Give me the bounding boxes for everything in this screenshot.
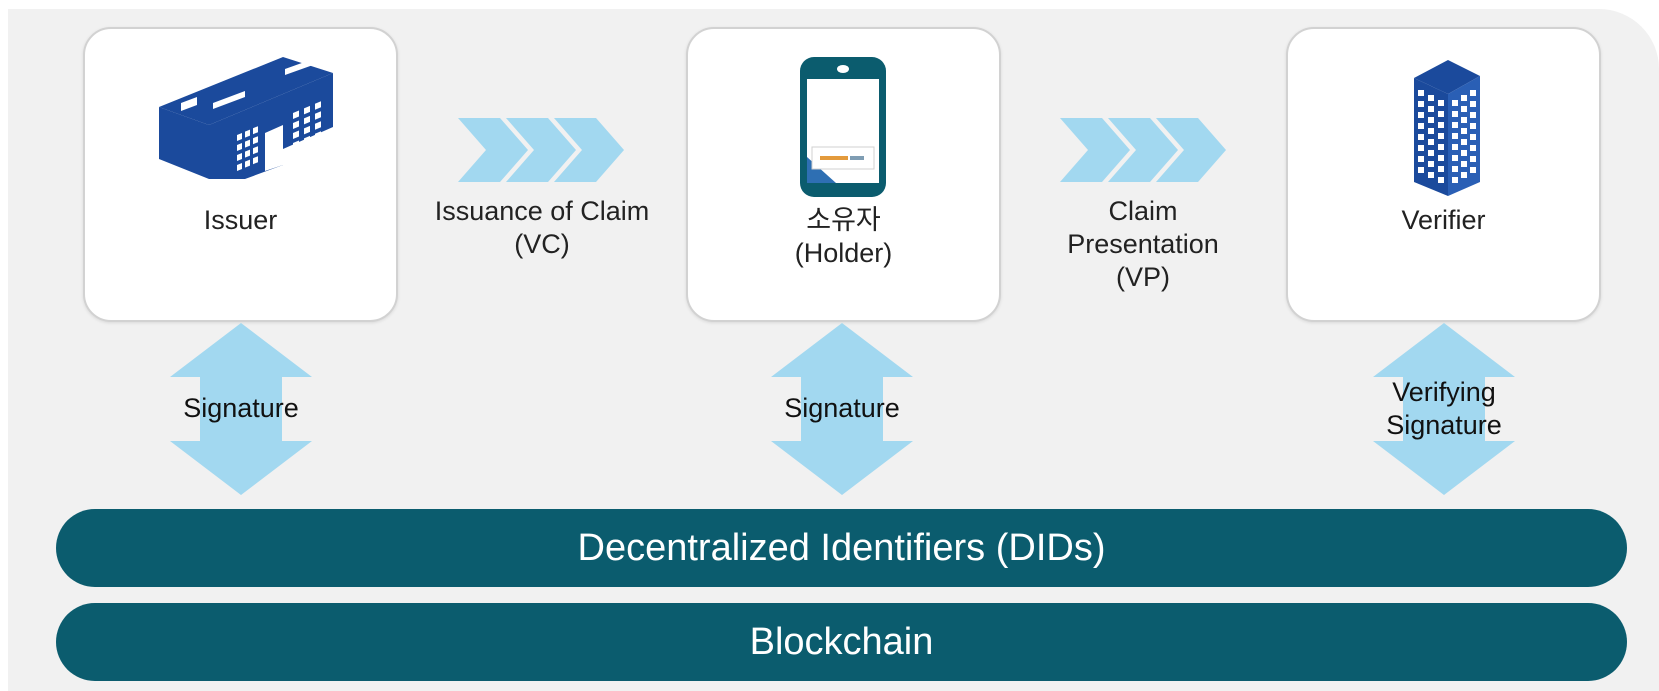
double-arrow-icon [1373, 323, 1515, 495]
verifier-label: Verifier [1401, 205, 1486, 235]
tower-building-icon [1414, 60, 1480, 196]
verifier-card: Verifier [1286, 27, 1601, 322]
holder-label: 소유자 (Holder) [794, 205, 893, 268]
holder-card: 소유자 (Holder) [686, 27, 1001, 322]
issuer-label: Issuer [203, 205, 278, 235]
issuance-label: Issuance of Claim (VC) [434, 196, 650, 259]
office-building-icon [159, 57, 333, 179]
double-arrow-icon [170, 323, 312, 495]
holder-signature-arrow: Signature [771, 323, 913, 495]
smartphone-icon [800, 57, 886, 197]
issuer-signature-arrow: Signature [170, 323, 312, 495]
issuer-signature-label: Signature [183, 393, 299, 423]
verifier-signature-arrow: Verifying Signature [1373, 323, 1515, 495]
issuance-arrow-icon [458, 118, 624, 182]
dids-layer: Decentralized Identifiers (DIDs) [56, 509, 1627, 587]
holder-signature-label: Signature [784, 393, 900, 423]
presentation-label: Claim Presentation (VP) [1067, 196, 1219, 292]
verifier-signature-label: Verifying Signature [1386, 377, 1502, 440]
double-arrow-icon [771, 323, 913, 495]
issuer-card: Issuer [83, 27, 398, 322]
blockchain-layer: Blockchain [56, 603, 1627, 681]
presentation-arrow-icon [1060, 118, 1226, 182]
